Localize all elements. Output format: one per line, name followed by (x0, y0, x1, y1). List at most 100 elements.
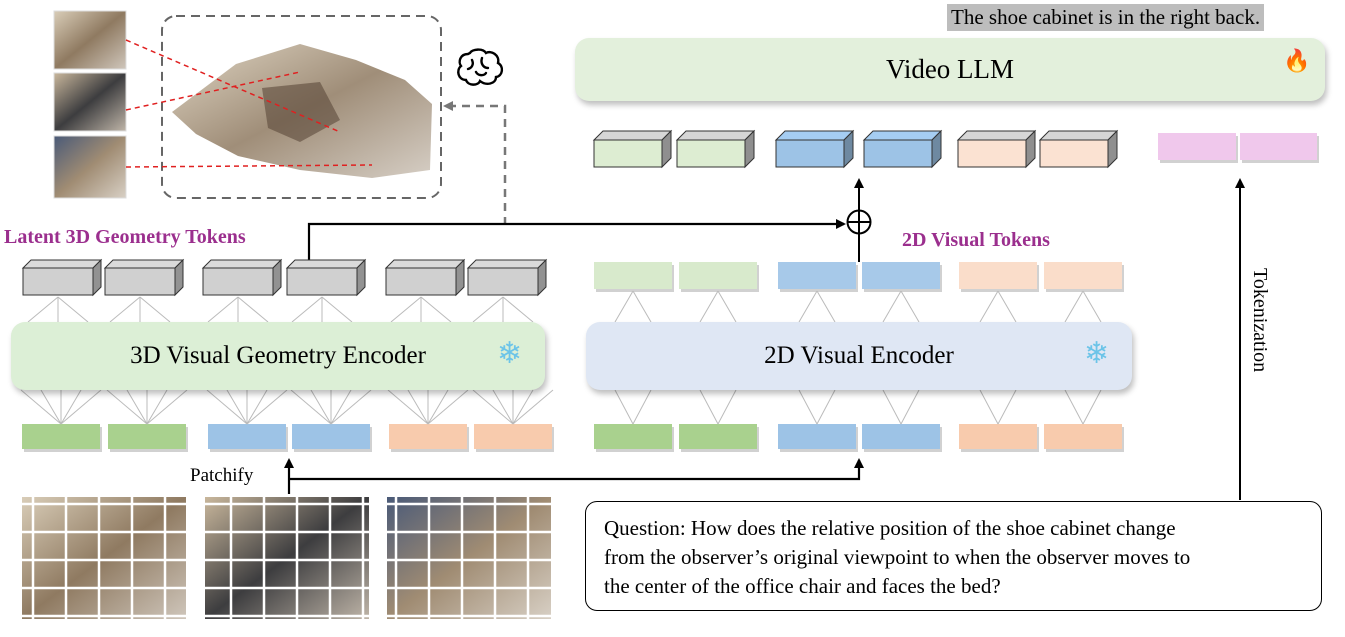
latent-geometry-token (455, 258, 465, 297)
connection-line (632, 290, 652, 323)
geometry-to-fusion-line (307, 219, 846, 262)
connection-line (1064, 389, 1084, 425)
connection-line (20, 389, 62, 425)
video-llm-block: Video LLM (575, 38, 1325, 101)
connection-line (717, 290, 737, 323)
fused-token (1038, 130, 1119, 141)
connection-line (60, 389, 102, 425)
connection-line (291, 296, 323, 323)
latent-geometry-token (466, 259, 548, 269)
brain-icon (457, 48, 504, 86)
patch-token (1044, 424, 1122, 449)
connection-line (420, 296, 452, 323)
tokenization-label: Tokenization (1249, 268, 1271, 373)
connection-line (882, 290, 902, 323)
thumbnail-frame (53, 10, 127, 70)
fused-token (863, 139, 933, 168)
video-llm-label: Video LLM (885, 54, 1015, 84)
snowflake-icon: ❄ (1084, 337, 1110, 370)
connection-line (290, 389, 332, 425)
patchified-frames (22, 497, 551, 619)
fused-token (843, 129, 854, 169)
visual-token (1044, 262, 1122, 289)
connection-line (330, 389, 372, 425)
latent-geometry-token (202, 267, 274, 296)
latent-geometry-token (356, 258, 366, 297)
connection-line (1064, 290, 1084, 323)
fused-token (774, 130, 855, 141)
patch-token (959, 424, 1037, 449)
patch-token (208, 424, 286, 449)
fused-token (661, 129, 672, 169)
visual-token (959, 262, 1037, 289)
reconstruction-arrow (443, 101, 507, 225)
connection-line (632, 389, 652, 425)
patch-token (778, 424, 856, 449)
latent-geometry-token (385, 267, 457, 296)
question-line: from the observer’s original viewpoint t… (604, 545, 1191, 569)
token-layer (20, 129, 1319, 452)
connection-line (27, 296, 59, 323)
patch-token (292, 424, 370, 449)
connection-line (246, 389, 288, 425)
patch-token (22, 424, 100, 449)
fused-token (744, 129, 755, 169)
connection-line (60, 389, 82, 425)
fused-token (675, 130, 756, 141)
latent-geometry-token (384, 259, 466, 269)
connection-line (997, 290, 1017, 323)
question-line: Question: How does the relative position… (604, 516, 1176, 540)
text-token (1158, 133, 1236, 160)
connection-line (207, 296, 239, 323)
question-line: the center of the office chair and faces… (604, 574, 1001, 598)
reconstruction-box (161, 15, 442, 199)
connection-line (472, 389, 514, 425)
connection-line (699, 389, 719, 425)
connection-line (206, 389, 248, 425)
latent-geometry-token (286, 267, 358, 296)
connection-line (146, 389, 188, 425)
connection-line (502, 296, 534, 323)
patch-token (679, 424, 757, 449)
latent-geometry-token (174, 258, 184, 297)
connection-line (472, 296, 504, 323)
patchify-to-2d-arrow (289, 458, 864, 481)
latent-3d-tokens-label: Latent 3D Geometry Tokens (4, 226, 246, 248)
connection-line (321, 296, 353, 323)
visual-encoder-block: 2D Visual Encoder (586, 322, 1132, 390)
fused-token (956, 130, 1037, 141)
correspondence-line (125, 71, 301, 111)
patch-token (108, 424, 186, 449)
geometry-encoder-label: 3D Visual Geometry Encoder (130, 342, 426, 369)
fused-token (593, 139, 663, 168)
fused-token (957, 139, 1027, 168)
connection-line (816, 389, 836, 425)
latent-geometry-token (285, 259, 367, 269)
point-cloud-detail (262, 82, 340, 142)
connection-line (146, 389, 168, 425)
connection-line (1082, 290, 1102, 323)
connection-line (997, 389, 1017, 425)
fused-token (862, 130, 943, 141)
connection-line (427, 389, 469, 425)
connection-line (226, 389, 248, 425)
question-box: Question: How does the relative position… (585, 501, 1322, 611)
connection-line (106, 389, 148, 425)
connection-line (816, 290, 836, 323)
connection-line (512, 389, 534, 425)
connection-line (512, 389, 554, 425)
patch-token (594, 424, 672, 449)
thumbnail-frame (53, 135, 127, 199)
connection-line (109, 296, 141, 323)
input-frame-thumbnails (53, 10, 127, 199)
visual-2d-tokens-label: 2D Visual Tokens (902, 229, 1050, 251)
patch-token (389, 424, 467, 449)
connection-line (979, 290, 999, 323)
connection-line (900, 290, 920, 323)
connection-line (40, 389, 62, 425)
latent-geometry-token (537, 258, 547, 297)
connection-line (900, 389, 920, 425)
connection-line (717, 389, 737, 425)
patch-token (474, 424, 552, 449)
connection-line (237, 296, 269, 323)
